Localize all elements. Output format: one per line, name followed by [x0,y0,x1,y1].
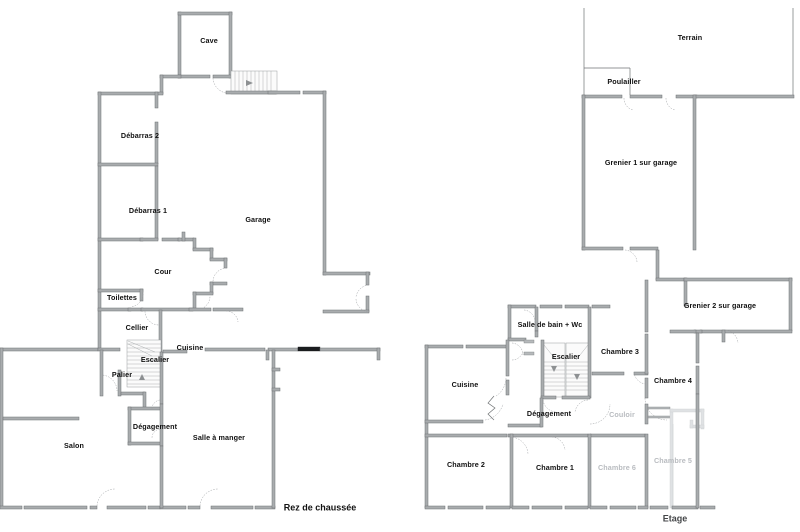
grenier1-walls [581,94,697,263]
upper-block-top-walls [507,279,649,341]
upper-floor-title: Etage [663,513,688,523]
upper-bottom-walls [424,393,716,510]
degagement-walls [127,399,164,447]
ground-stair-group [99,339,188,409]
chambre-3-4-walls [591,332,700,425]
room-label-salon: Salon [64,441,84,450]
cave-stair-group [212,70,278,95]
room-label-cour: Cour [154,267,171,276]
toilettes-walls [97,288,144,312]
room-label-debarras-2: Débarras 2 [121,131,159,140]
room-label-couloir: Couloir [609,410,635,419]
room-label-palier: Palier [112,370,132,379]
ground-bottom-walls [0,349,281,510]
debarras-walls [97,162,195,242]
ground-floor-plan: Rez de chaussée Cave Débarras 2 Débarras… [0,11,381,512]
grenier2-walls [655,249,793,344]
garage-right-walls [322,271,371,314]
room-label-chambre-1: Chambre 1 [536,463,574,472]
room-label-chambre-2: Chambre 2 [447,460,485,469]
garage-top-walls [225,90,327,276]
room-label-grenier-2: Grenier 2 sur garage [684,301,756,310]
salon-walls [2,349,104,421]
upper-stair-group [540,306,592,413]
upper-degagement-walls [424,397,668,509]
room-label-garage: Garage [245,215,270,224]
cave-walls [177,11,233,79]
room-label-debarras-1: Débarras 1 [129,206,167,215]
grenier1-top-walls [581,94,795,111]
room-label-chambre-5: Chambre 5 [654,456,692,465]
room-label-escalier-etage: Escalier [552,352,580,361]
terrain-outline [583,8,794,97]
upper-floor-plan: Etage Terrain Poulailler Grenier 1 sur g… [424,8,795,523]
room-label-salle-a-manger: Salle à manger [193,433,245,442]
upper-cuisine-walls [424,339,510,509]
room-label-degagement-rdc: Dégagement [133,422,178,431]
room-label-cellier: Cellier [126,323,149,332]
mid-horizontal-walls [0,346,381,509]
room-label-chambre-4: Chambre 4 [654,376,692,385]
ground-floor-title: Rez de chaussée [284,502,357,512]
cellier-cuisine-walls [140,307,244,353]
room-label-terrain: Terrain [678,33,703,42]
room-label-poulailler: Poulailler [607,77,640,86]
room-label-salle-de-bain-wc: Salle de bain + Wc [518,320,583,329]
room-label-degagement-etage: Dégagement [527,409,572,418]
cour-right-walls [192,237,228,311]
room-label-cuisine-rdc: Cuisine [177,343,204,352]
room-label-cuisine-etage: Cuisine [452,380,479,389]
room-label-escalier-rdc: Escalier [141,355,169,364]
salle-de-bain-walls [507,306,539,361]
room-label-chambre-6: Chambre 6 [598,463,636,472]
room-label-cave: Cave [200,36,218,45]
room-label-grenier-1: Grenier 1 sur garage [605,158,677,167]
room-label-toilettes: Toilettes [107,293,137,302]
room-label-chambre-3: Chambre 3 [601,347,639,356]
cave-connector-walls [97,74,182,96]
